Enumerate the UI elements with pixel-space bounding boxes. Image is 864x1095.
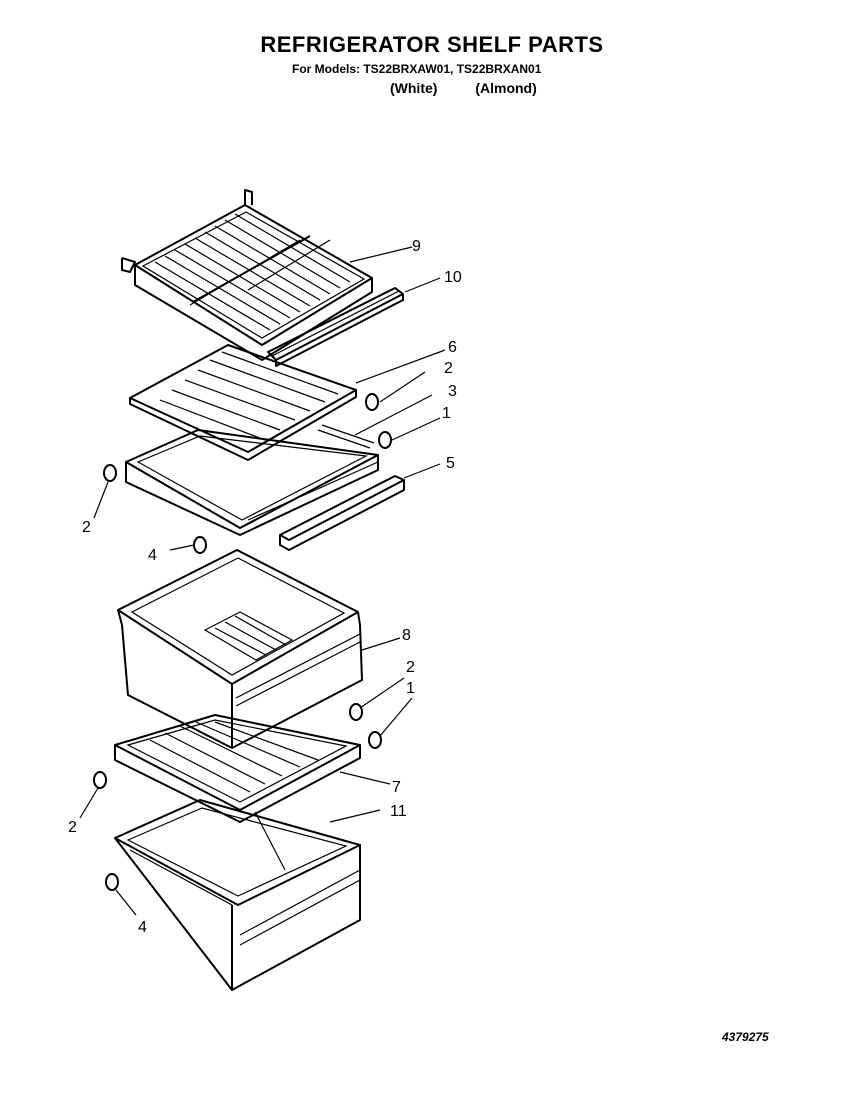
callout-3: 3 (448, 383, 457, 400)
callout-4: 4 (138, 919, 147, 936)
callout-11: 11 (390, 803, 407, 820)
callout-2: 2 (406, 659, 415, 676)
callout-8: 8 (402, 627, 411, 644)
part-6-glass-insert (129, 344, 357, 461)
color-variants: (White) (Almond) (390, 80, 571, 96)
leader-lines (79, 246, 446, 916)
callout-2: 2 (444, 360, 453, 377)
callout-2: 2 (82, 519, 91, 536)
callout-labels: 9 10 6 2 3 1 5 2 4 8 2 1 7 2 11 4 (68, 238, 462, 936)
callout-10: 10 (444, 269, 462, 286)
part-9-wire-shelf (121, 189, 373, 361)
callout-9: 9 (412, 238, 421, 255)
part-5-front-rail (279, 475, 405, 551)
part-7-lower-shelf (114, 714, 361, 823)
hardware-fasteners (93, 393, 392, 891)
callout-1: 1 (442, 405, 451, 422)
part-8-crisper-pan (117, 549, 363, 749)
callout-1: 1 (406, 680, 415, 697)
document-number: 4379275 (722, 1030, 769, 1044)
callout-2: 2 (68, 819, 77, 836)
callout-6: 6 (448, 339, 457, 356)
part-11-lower-crisper (114, 799, 361, 991)
callout-4: 4 (148, 547, 157, 564)
callout-5: 5 (446, 455, 455, 472)
part-3-shelf-frame (125, 424, 379, 536)
part-10-trim-strip (267, 287, 404, 367)
callout-7: 7 (392, 779, 401, 796)
model-numbers: For Models: TS22BRXAW01, TS22BRXAN01 (292, 62, 542, 76)
page-title: REFRIGERATOR SHELF PARTS (260, 32, 604, 57)
variant-white: (White) (390, 80, 438, 96)
variant-almond: (Almond) (475, 80, 537, 96)
